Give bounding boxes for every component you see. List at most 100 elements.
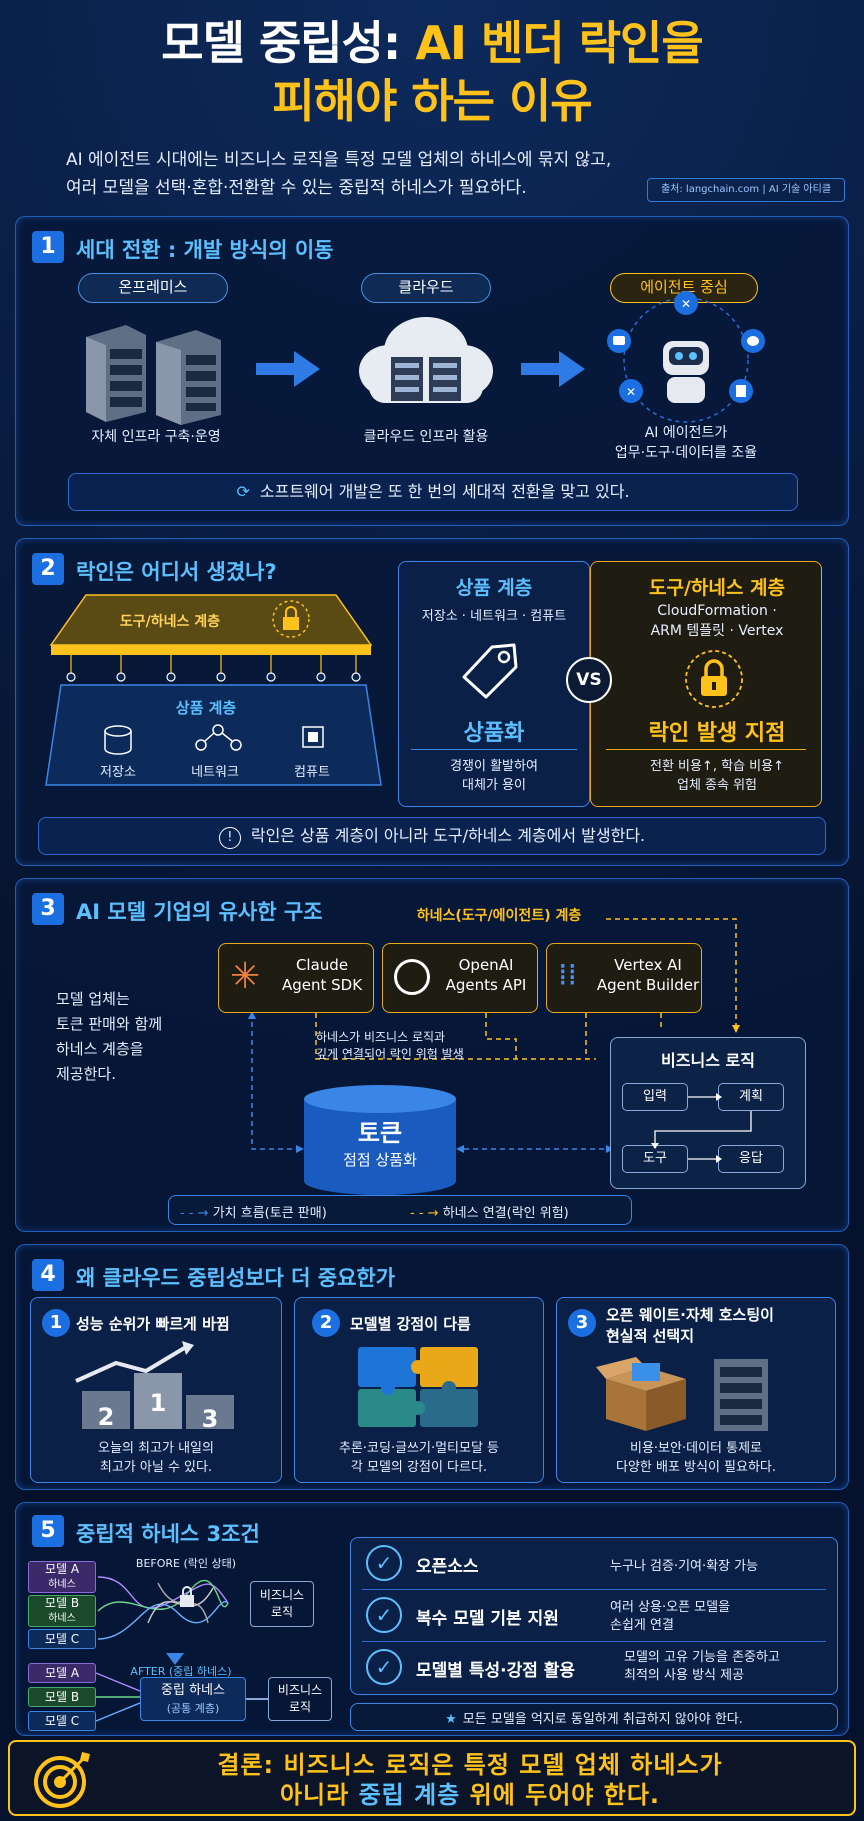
tool-card-title: 도구/하네스 계층 [649, 577, 785, 599]
product-card-sub: 저장소 · 네트워크 · 컴퓨트 [421, 609, 567, 624]
reason-3-desc: 비용·보안·데이터 통제로 다양한 배포 방식이 필요하다. [556, 1439, 836, 1477]
rank-2: 2 [97, 1403, 115, 1431]
section-5: 5 중립적 하네스 3조건 BEFORE (락인 상태) 모델 A 하네스 모델… [15, 1502, 849, 1736]
before-model-b-harness: 하네스 [48, 1613, 76, 1624]
conclusion-line2-c: 위에 두어야 한다. [469, 1781, 661, 1809]
section-number: 2 [32, 553, 64, 585]
reason-2-desc: 추론·코딩·글쓰기·멀티모달 등 각 모델의 강점이 다르다. [294, 1439, 544, 1477]
note-line2: 깊게 연결되어 락인 위험 발생 [316, 1047, 464, 1061]
tool-card-big: 락인 발생 지점 [648, 721, 786, 746]
tool-card-divider [606, 749, 806, 750]
cond-2-title: 복수 모델 기본 지원 [416, 1609, 559, 1629]
footnote-text: 모든 모델을 억지로 동일하게 취급하지 않아야 한다. [462, 1712, 743, 1727]
section-title: AI 모델 기업의 유사한 구조 [76, 900, 323, 924]
openai-icon [394, 959, 430, 995]
after-biz-1: 비즈니스 [277, 1683, 323, 1697]
biz-input: 입력 [622, 1083, 688, 1111]
token-sub: 점점 상품화 [343, 1151, 417, 1169]
section-2-summary: !락인은 상품 계층이 아니라 도구/하네스 계층에서 발생한다. [38, 817, 826, 855]
reason-1-desc-line2: 최고가 아닐 수 있다. [99, 1460, 213, 1475]
tag-icon [462, 643, 518, 699]
s3-left-text: 모델 업체는 토큰 판매와 함께 하네스 계층을 제공한다. [56, 987, 186, 1087]
neutral-to-biz-line [246, 1698, 268, 1700]
storage-label: 저장소 [100, 765, 136, 780]
legend-yellow-text: 하네스 연결(락인 위험) [442, 1206, 569, 1221]
reason-3-title-line2: 현실적 선택지 [606, 1327, 695, 1345]
reason-3-desc-line2: 다양한 배포 방식이 필요하다. [615, 1460, 777, 1475]
before-model-a-name: 모델 A [44, 1562, 80, 1576]
summary-text: 소프트웨어 개발은 또 한 번의 세대적 전환을 맞고 있다. [259, 482, 630, 501]
rank-3: 3 [201, 1405, 219, 1433]
before-after-arrow [166, 1653, 184, 1665]
openai-label-2: Agents API [445, 976, 527, 994]
reason-2-desc-line1: 추론·코딩·글쓰기·멀티모달 등 [338, 1441, 500, 1456]
cond-3-desc-line2: 최적의 사용 방식 제공 [624, 1668, 745, 1683]
neutral-harness: 중립 하네스 (공통 계층) [140, 1677, 246, 1721]
reason-2-title: 모델별 강점이 다름 [350, 1315, 471, 1333]
note-line1: 하네스가 비즈니스 로직과 [316, 1030, 446, 1044]
reason-1-desc-line1: 오늘의 최고가 내일의 [98, 1441, 214, 1456]
stage-onprem-label: 온프레미스 [78, 273, 228, 303]
check-icon-1: ✓ [366, 1545, 402, 1581]
claude-label-1: Claude [295, 956, 349, 974]
cond-1-title: 오픈소스 [416, 1557, 479, 1577]
section-title: 세대 전환 : 개발 방식의 이동 [76, 238, 334, 262]
before-model-b: 모델 B 하네스 [28, 1595, 96, 1627]
section-2: 2 락인은 어디서 생겼나? 도구/하네스 계층 상품 계층 저장소 네트워크 … [15, 538, 849, 866]
product-layer-card [398, 561, 590, 807]
before-model-b-name: 모델 B [44, 1596, 80, 1610]
stage-agent-caption-line1: AI 에이전트가 [644, 425, 728, 441]
vs-badge: VS [566, 657, 612, 703]
vertex-label-1: Vertex AI [614, 956, 682, 974]
vertex-icon: ⁞⁞ [558, 958, 578, 993]
product-card-divider [411, 749, 577, 750]
source-badge: 출처: langchain.com | AI 기술 아티클 [647, 178, 845, 202]
conclusion-line1: 결론: 비즈니스 로직은 특정 모델 업체 하네스가 [217, 1751, 723, 1779]
layer-diagram [45, 594, 382, 786]
page-title: 모델 중립성: AI 벤더 락인을 피해야 하는 이유 [0, 14, 864, 130]
token-title: 토큰 [357, 1119, 403, 1147]
cond-2-desc-line1: 여러 상용·오픈 모델을 [610, 1600, 731, 1615]
conclusion-banner: 결론: 비즈니스 로직은 특정 모델 업체 하네스가 아니라 중립 계층 위에 … [8, 1740, 856, 1816]
after-biz-2: 로직 [288, 1700, 312, 1714]
flow-lines [248, 918, 740, 1153]
cond-divider-1 [362, 1589, 826, 1590]
subtitle-line2: 여러 모델을 선택·혼합·전환할 수 있는 중립적 하네스가 필요하다. [66, 178, 527, 198]
conclusion-line2: 아니라 중립 계층 위에 두어야 한다. [100, 1780, 840, 1810]
before-model-c: 모델 C [28, 1629, 96, 1649]
reason-3-number: 3 [568, 1309, 596, 1337]
section-4: 4 왜 클라우드 중립성보다 더 중요한가 1 성능 순위가 빠르게 바뀜 2 … [15, 1244, 849, 1490]
product-card-big: 상품화 [463, 721, 525, 746]
neutral-harness-1: 중립 하네스 [161, 1683, 225, 1698]
tool-card-desc: 전환 비용↑, 학습 비용↑ 업체 종속 위험 [612, 757, 822, 795]
claude-label-2: Agent SDK [281, 976, 363, 994]
section-1: 1 세대 전환 : 개발 방식의 이동 온프레미스 클라우드 에이전트 중심 [15, 216, 849, 526]
reason-3-desc-line1: 비용·보안·데이터 통제로 [630, 1441, 762, 1456]
section-number: 4 [32, 1259, 64, 1291]
after-model-c: 모델 C [28, 1711, 96, 1731]
legend-yellow-line-icon: - - → [410, 1206, 439, 1221]
section-title: 왜 클라우드 중립성보다 더 중요한가 [76, 1266, 396, 1290]
product-layer-label: 상품 계층 [175, 699, 237, 717]
reason-1-title: 성능 순위가 빠르게 바뀜 [76, 1315, 230, 1333]
cloud-icon [359, 317, 493, 403]
after-model-b: 모델 B [28, 1687, 96, 1707]
clean-wires [95, 1672, 141, 1722]
compute-label: 컴퓨트 [294, 765, 330, 780]
cond-2-desc-line2: 손쉽게 연결 [610, 1618, 674, 1633]
cond-3-desc-line1: 모델의 고유 기능을 존중하고 [624, 1650, 780, 1665]
star-icon: ★ [445, 1712, 457, 1727]
lockin-note: 하네스가 비즈니스 로직과 깊게 연결되어 락인 위험 발생 [316, 1029, 506, 1063]
after-business-logic: 비즈니스 로직 [268, 1677, 332, 1721]
check-icon-3: ✓ [366, 1649, 402, 1685]
arrow-1-head [294, 351, 320, 387]
conclusion-line2-highlight: 중립 계층 [358, 1781, 461, 1809]
rank-1: 1 [149, 1389, 167, 1417]
summary-text: 락인은 상품 계층이 아니라 도구/하네스 계층에서 발생한다. [250, 826, 646, 845]
stage-onprem-caption: 자체 인프라 구축·운영 [91, 429, 221, 445]
before-biz-2: 로직 [270, 1605, 294, 1619]
stage-cloud-label: 클라우드 [361, 273, 491, 303]
after-model-a: 모델 A [28, 1663, 96, 1683]
section-number: 3 [32, 893, 64, 925]
cond-2-desc: 여러 상용·오픈 모델을 손쉽게 연결 [610, 1599, 830, 1635]
